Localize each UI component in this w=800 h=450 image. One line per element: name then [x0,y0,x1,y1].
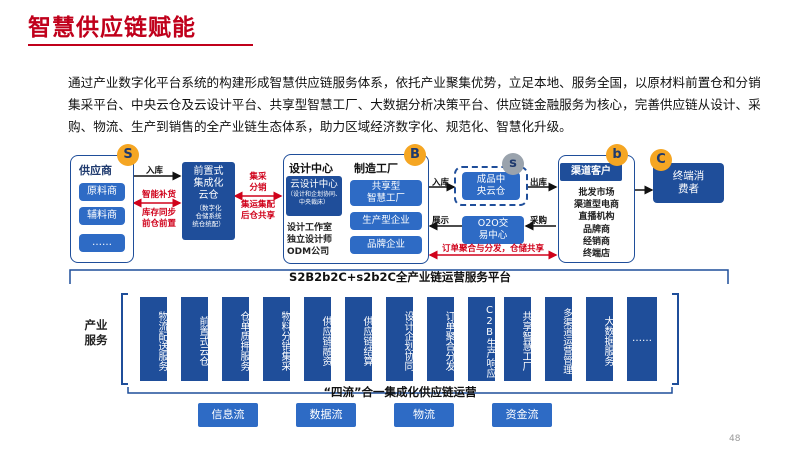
supplier-panel: 供应商 原料商 辅料商 …… [70,155,134,263]
cloud-design-label: 云设计中心 [290,179,338,190]
order-aggregation-note: 订单聚合与分发，仓储共享 [441,244,544,254]
warehouse-sub: （数字化 仓储系统 统仓统配） [192,204,225,228]
service-item: C2B生产响应 [468,297,495,381]
service-item: 多渠道运营管理 [545,297,572,381]
supplier-item: 辅料商 [79,207,125,225]
service-item: 仓单质押服务 [222,297,249,381]
title-underline [28,44,253,46]
intro-paragraph: 通过产业数字化平台系统的构建形成智慧供应链服务体系，依托产业聚集优势，立足本地、… [68,75,761,134]
flow-item: 信息流 [198,403,258,427]
service-item: 共享智慧工厂 [504,297,531,381]
flow-item: 资金流 [492,403,552,427]
four-flows-label: “四流”合一集成化供应链运营 [323,385,477,399]
cloud-design-sub: （设计和企划协同、中央裁床） [286,191,341,206]
service-item: 订单聚合分发 [427,297,454,381]
page-title: 智慧供应链赋能 [28,15,196,41]
factory-item: 生产型企业 [350,212,422,230]
service-item: 物料分销集采 [263,297,290,381]
service-item: 前置式云仓 [181,297,208,381]
purchase-label: 采购 [530,216,548,226]
stock-sync-label: 库存同步 前仓前置 [141,208,176,229]
factory-title: 制造工厂 [354,162,398,175]
service-item: 供应链融资 [304,297,331,381]
flow-item: 数据流 [296,403,356,427]
smart-replenish-label: 智能补货 [141,190,176,200]
service-item: 物流配送服务 [140,297,167,381]
inbound-label: 入库 [146,166,164,176]
service-item: 设计企划协同 [386,297,413,381]
industry-services-label: 产业 服务 [84,318,108,347]
collect-distribute-label: 集采 分销 [249,172,267,193]
channel-title: 渠道客户 [560,163,622,181]
factory-item: 共享型 智慧工厂 [350,180,422,206]
flow-item: 物流 [394,403,454,427]
supplier-title: 供应商 [79,164,112,177]
front-warehouse-box: 前置式 集成化 云仓 （数字化 仓储系统 统仓统配） [182,162,235,240]
page-number: 48 [729,434,741,444]
consumer-badge: C [650,149,672,171]
warehouse-main: 前置式 集成化 云仓 [193,166,224,201]
o2o-trade-center: O2O交 易中心 [462,216,524,244]
supplier-badge: S [117,144,139,166]
supplier-item: …… [79,234,125,252]
service-item: 供应链结算 [345,297,372,381]
channel-list: 批发市场 渠道型电商 直播机构 品牌商 经销商 终端店 [573,188,619,260]
display-label: 展示 [432,216,450,226]
service-item-more: …… [627,297,657,381]
cloud-design-box: 云设计中心 （设计和企划协同、中央裁床） [286,176,342,216]
central-cloud-warehouse: 成品中 央云仓 [462,172,520,200]
inbound2-label: 入库 [432,178,450,188]
factory-badge: B [404,144,426,166]
cloud-warehouse-frame [454,166,528,206]
supplier-item: 原料商 [79,183,125,201]
design-studios: 设计工作室 独立设计师 ODM公司 [287,223,333,257]
channel-badge: b [606,144,628,166]
service-item: 大数据服务 [586,297,613,381]
cloud-warehouse-badge: s [502,153,524,175]
platform-label: S2B2b2C+s2b2C全产业链运营服务平台 [289,270,511,284]
collect-ship-label: 集运集配 后仓共享 [240,200,275,221]
outbound-label: 出库 [530,178,548,188]
factory-item: 品牌企业 [350,236,422,254]
design-center-title: 设计中心 [289,162,333,175]
